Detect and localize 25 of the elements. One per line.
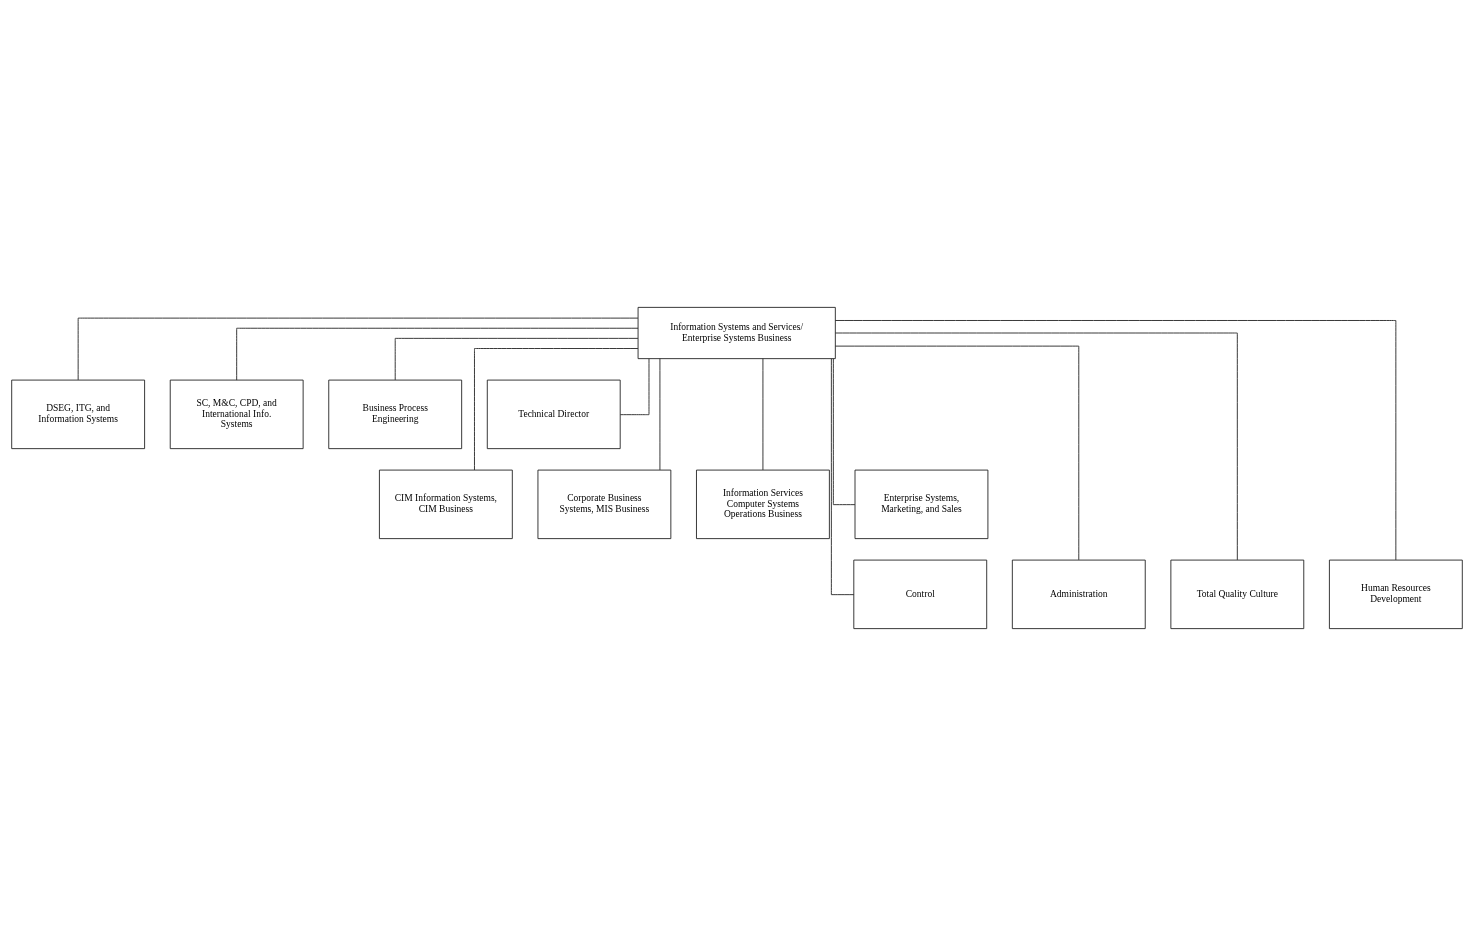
- connector: [830, 357, 855, 595]
- node-box: Business Process Engineering: [328, 379, 463, 449]
- node-box: Information Services Computer Systems Operations Business: [696, 469, 830, 539]
- connector: [835, 332, 1238, 560]
- node-box: Total Quality Culture: [1170, 559, 1305, 629]
- connector: [474, 347, 639, 470]
- connector: [834, 319, 1397, 560]
- connector: [834, 345, 1080, 560]
- connector: [659, 357, 661, 470]
- node-box: Technical Director: [486, 379, 621, 449]
- node-box: Enterprise Systems, Marketing, and Sales: [854, 469, 989, 539]
- node-box: CIM Information Systems, CIM Business: [378, 469, 513, 539]
- node-box: Control: [853, 559, 988, 629]
- node-box: Corporate Business Systems, MIS Business: [537, 469, 672, 539]
- connector: [77, 317, 639, 380]
- connector: [832, 357, 856, 505]
- node-box: Information Systems and Services/ Enterprise Systems Business: [637, 306, 836, 359]
- node-box: DSEG, ITG, and Information Systems: [11, 379, 146, 449]
- node-box: SC, M&C, CPD, and International Info. Systems: [169, 379, 304, 449]
- node-box: Administration: [1011, 559, 1146, 629]
- connector: [762, 357, 764, 470]
- connector: [619, 357, 650, 415]
- connector: [236, 327, 639, 381]
- node-box: Human Resources Development: [1328, 559, 1463, 629]
- connector: [394, 337, 639, 380]
